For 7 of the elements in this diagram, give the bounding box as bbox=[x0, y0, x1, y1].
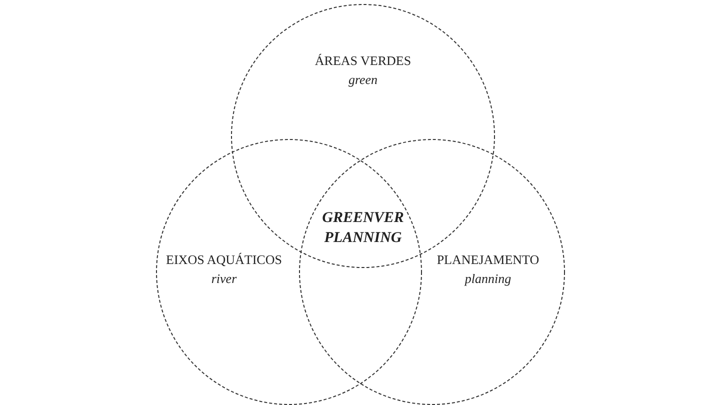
circle-subtitle: planning bbox=[464, 271, 512, 286]
center-title: GREENVER PLANNING bbox=[321, 209, 405, 248]
circle-heading: PLANEJAMENTO bbox=[436, 252, 540, 267]
circle-subtitle: river bbox=[211, 271, 237, 286]
circle-heading: EIXOS AQUÁTICOS bbox=[166, 252, 282, 267]
circle-heading: ÁREAS VERDES bbox=[314, 53, 412, 68]
circle-subtitle: green bbox=[348, 72, 378, 87]
